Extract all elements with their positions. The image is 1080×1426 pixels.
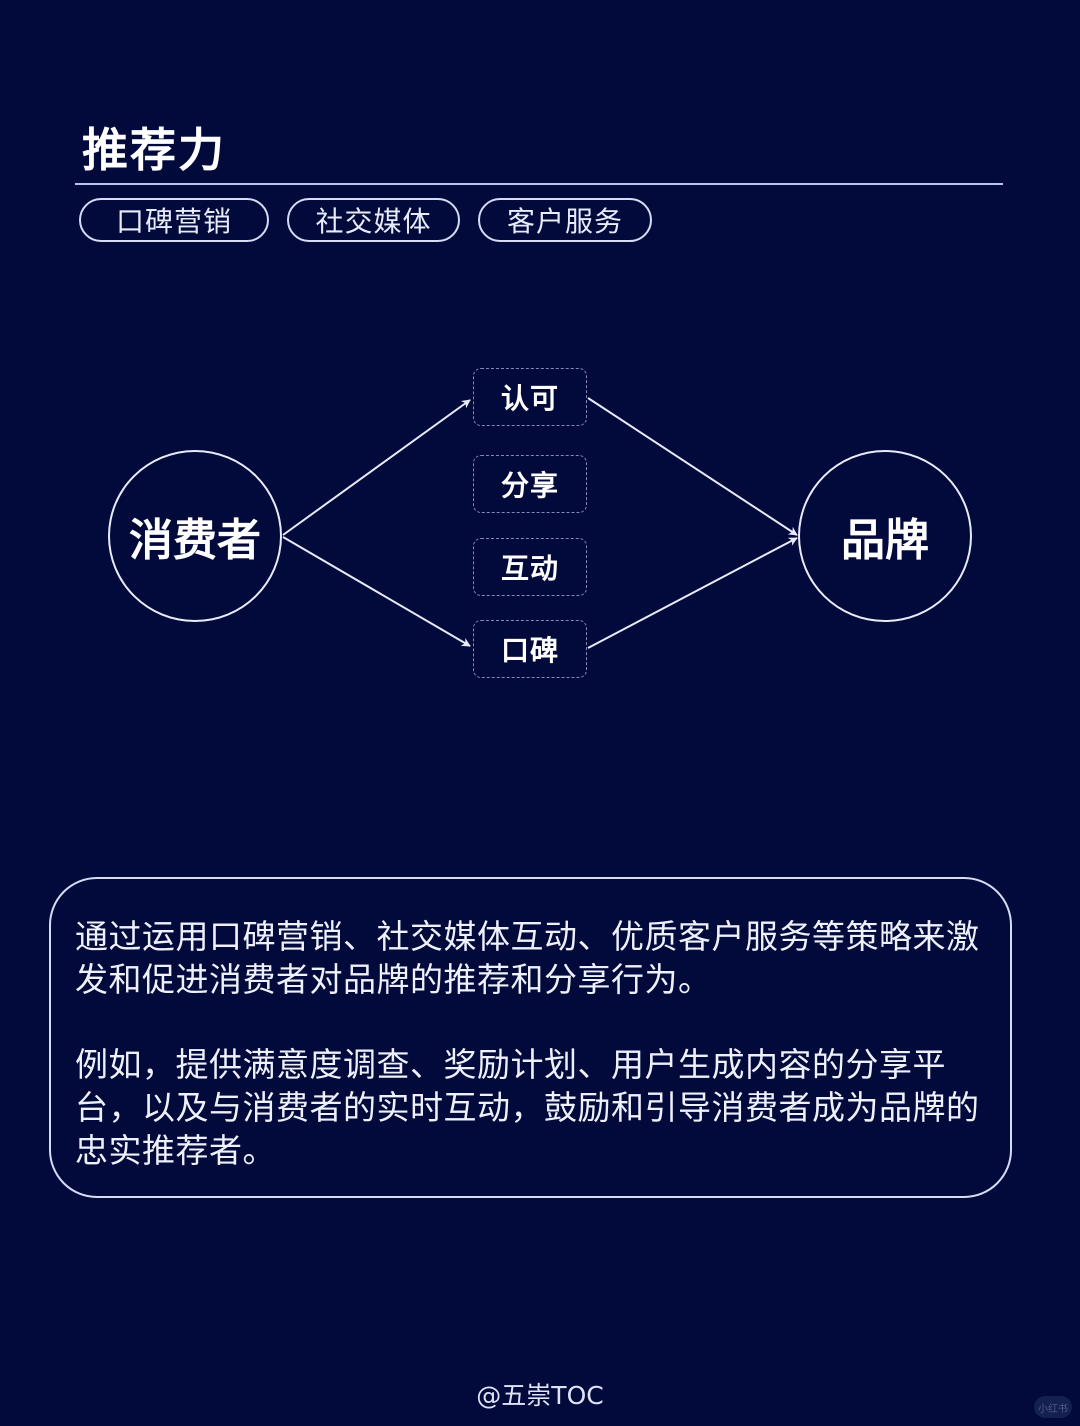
- description-paragraph-2: 例如，提供满意度调查、奖励计划、用户生成内容的分享平台，以及与消费者的实时互动，…: [75, 1045, 980, 1170]
- title-divider: [75, 183, 1003, 185]
- node-recognition: 认可: [473, 368, 587, 426]
- tag-word-of-mouth: 口碑营销: [79, 198, 269, 242]
- arrow-consumer-to-word-of-mouth: [282, 536, 471, 647]
- description-paragraph-1: 通过运用口碑营销、社交媒体互动、优质客户服务等策略来激发和促进消费者对品牌的推荐…: [75, 917, 980, 999]
- arrow-recognition-to-brand: [587, 397, 798, 536]
- brand-node: 品牌: [798, 450, 972, 622]
- page-title: 推荐力: [82, 123, 226, 177]
- node-sharing: 分享: [473, 455, 587, 513]
- connector-arrows: [282, 397, 798, 649]
- node-interaction: 互动: [473, 538, 587, 596]
- arrow-consumer-to-recognition: [282, 399, 471, 536]
- node-word-of-mouth: 口碑: [473, 620, 587, 678]
- tag-social-media: 社交媒体: [287, 198, 460, 242]
- author-credit: @五崇TOC: [476, 1381, 604, 1410]
- description-card: 通过运用口碑营销、社交媒体互动、优质客户服务等策略来激发和促进消费者对品牌的推荐…: [49, 877, 1012, 1198]
- flow-diagram: 消费者 品牌 认可 分享 互动 口碑: [108, 368, 972, 678]
- arrow-word-of-mouth-to-brand: [587, 537, 798, 649]
- tag-customer-service: 客户服务: [478, 198, 652, 242]
- watermark-badge: 小红书: [1034, 1396, 1072, 1418]
- consumer-node: 消费者: [108, 450, 282, 622]
